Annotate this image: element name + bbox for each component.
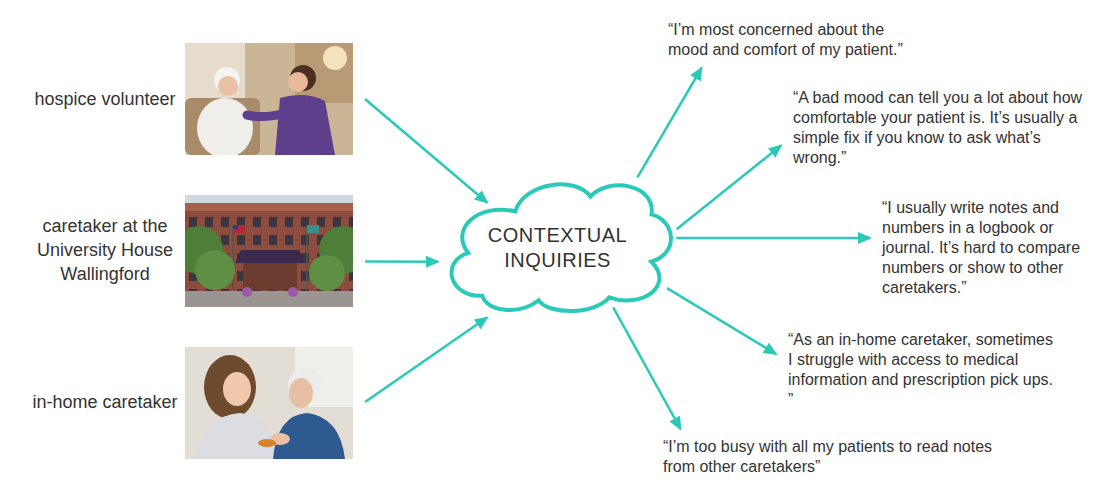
connector-arrow <box>677 146 781 230</box>
source-label: in-home caretaker <box>30 390 180 414</box>
connector-arrow <box>365 99 487 203</box>
quote-text: “I’m too busy with all my patients to re… <box>663 437 1013 477</box>
connector-arrow <box>676 237 870 240</box>
connector-arrow <box>637 68 701 177</box>
quote-text: “I’m most concerned about the mood and c… <box>668 20 926 60</box>
quote-node: “I’m too busy with all my patients to re… <box>663 437 1013 477</box>
source-node: caretaker at the University House Wallin… <box>20 192 355 308</box>
connector-arrow <box>365 260 438 263</box>
quote-node: “As an in-home caretaker, sometimes I st… <box>788 330 1056 410</box>
quote-node: “I’m most concerned about the mood and c… <box>668 20 926 60</box>
source-label: caretaker at the University House Wallin… <box>30 214 180 286</box>
cloud-label: CONTEXTUAL INQUIRIES <box>478 223 638 273</box>
connector-arrow <box>365 318 487 402</box>
cloud-shape: CONTEXTUAL INQUIRIES <box>440 170 675 318</box>
source-node: hospice volunteer <box>20 40 355 158</box>
quote-text: “I usually write notes and numbers in a … <box>882 198 1110 298</box>
source-node: in-home caretaker <box>20 344 355 460</box>
connector-arrow <box>667 288 776 354</box>
building-photo <box>185 195 353 307</box>
quote-node: “I usually write notes and numbers in a … <box>882 198 1110 298</box>
quote-text: “A bad mood can tell you a lot about how… <box>793 88 1083 168</box>
connector-arrow <box>613 307 680 429</box>
source-label: hospice volunteer <box>30 87 180 111</box>
quote-text: “As an in-home caretaker, sometimes I st… <box>788 330 1056 410</box>
caretaker-photo <box>185 347 353 459</box>
volunteer-photo <box>185 43 353 155</box>
quote-node: “A bad mood can tell you a lot about how… <box>793 88 1083 168</box>
